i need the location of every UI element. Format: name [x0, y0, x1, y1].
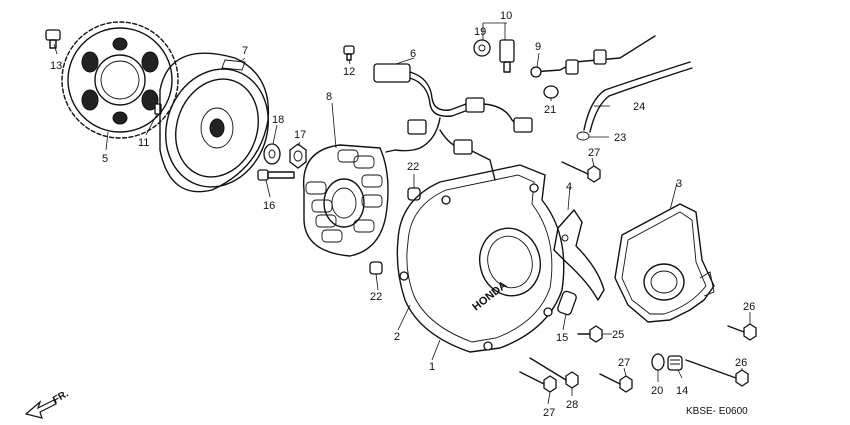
nut-17-part	[289, 143, 307, 169]
washer-19-part	[473, 39, 491, 57]
callout-23: 23	[614, 132, 626, 144]
generator-cover-part	[614, 203, 715, 323]
stator-part	[302, 144, 389, 257]
callout-14: 14	[676, 385, 688, 397]
bolt-16-part	[257, 169, 295, 181]
callout-21: 21	[544, 104, 556, 116]
callout-2: 2	[394, 331, 400, 343]
callout-20: 20	[651, 385, 663, 397]
callout-7: 7	[242, 45, 248, 57]
diagram-code: KBSE- E0600	[686, 406, 748, 417]
washer-18-part	[263, 143, 281, 165]
callout-18: 18	[272, 114, 284, 126]
callout-22-top: 22	[407, 161, 419, 173]
crankcase-cover-part: HONDA	[396, 164, 565, 353]
front-direction-arrow-icon: FR.	[24, 388, 71, 419]
plug-14-part	[667, 355, 683, 371]
sprocket-part	[61, 21, 179, 139]
callout-11: 11	[138, 137, 149, 149]
callout-27-bottom: 27	[543, 407, 555, 419]
callout-9: 9	[535, 41, 541, 53]
bolt-26a-part	[727, 323, 757, 341]
grommet-15-part	[557, 290, 577, 316]
callout-25: 25	[612, 329, 624, 341]
callout-5: 5	[102, 153, 108, 165]
bolt-25-part	[577, 325, 603, 343]
o-ring-23-part	[576, 131, 590, 141]
wire-harness-part	[373, 63, 533, 181]
leader-lines	[53, 22, 751, 405]
callout-16: 16	[263, 200, 275, 212]
bracket-part	[553, 209, 605, 301]
callout-28: 28	[566, 399, 578, 411]
callout-17: 17	[294, 129, 306, 141]
callout-10: 10	[500, 10, 512, 22]
bolt-12-part	[343, 45, 355, 61]
breather-tube-part	[583, 61, 693, 133]
callout-15: 15	[556, 332, 568, 344]
callout-27-mid: 27	[618, 357, 630, 369]
bolt-27b-part	[599, 373, 633, 393]
callout-4: 4	[566, 181, 572, 193]
flywheel-rotor-part	[159, 52, 270, 193]
callout-1: 1	[429, 361, 435, 373]
callout-26-bottom: 26	[735, 357, 747, 369]
brand-text: HONDA	[470, 279, 509, 313]
sensor-10-part	[499, 39, 515, 73]
bolt-26b-part	[685, 359, 749, 387]
callout-6: 6	[410, 48, 416, 60]
bolt-13-part	[45, 29, 61, 49]
callout-13: 13	[50, 60, 62, 72]
o-ring-20-part	[651, 353, 665, 371]
callout-12: 12	[343, 66, 355, 78]
bolt-28-part	[529, 357, 579, 389]
bolt-27a-part	[561, 161, 601, 183]
callout-8: 8	[326, 91, 332, 103]
front-direction-label: FR.	[51, 388, 71, 406]
bolt-27c-part	[519, 371, 557, 393]
callout-26-top: 26	[743, 301, 755, 313]
callout-22-bottom: 22	[370, 291, 382, 303]
callout-3: 3	[676, 178, 682, 190]
callout-labels: 13 5 11 7 18 17 16 8 12 6 10 19 9 21 24 …	[50, 10, 755, 419]
callout-24: 24	[633, 101, 645, 113]
callout-19: 19	[474, 26, 486, 38]
wire-9-part	[530, 35, 656, 78]
grommet-21-part	[543, 85, 559, 99]
callout-27-top: 27	[588, 147, 600, 159]
